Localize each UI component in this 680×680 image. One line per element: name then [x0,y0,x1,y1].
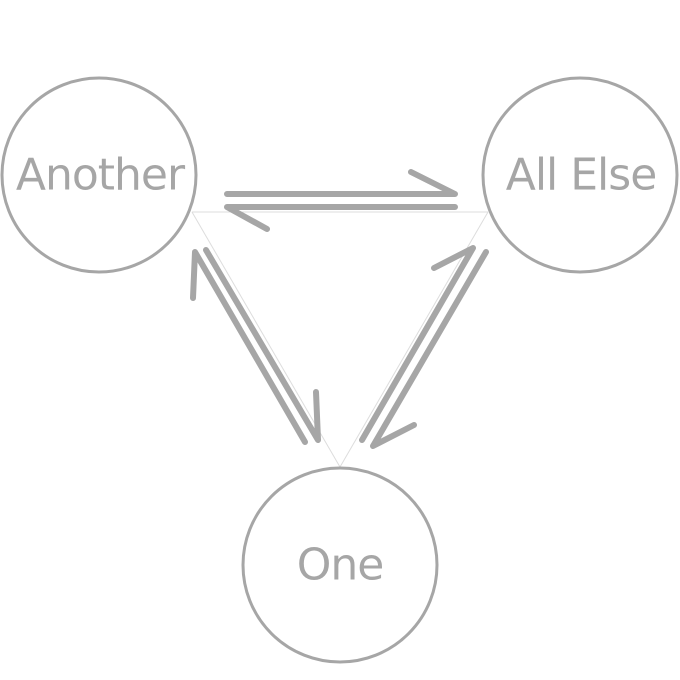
node-another-circle [0,76,198,274]
arrow-one-to-all-else [359,245,476,443]
connector-triangle [191,211,489,468]
arrow-another-to-all-else [224,169,458,197]
node-all-else-circle [481,76,679,274]
node-all-else: All Else [481,76,679,274]
arrow-all-else-to-another [224,204,458,232]
node-another-label: Another [16,150,186,201]
node-all-else-label: All Else [506,150,657,201]
node-one: One [241,466,439,664]
node-one-circle [241,466,439,664]
node-another: Another [0,76,198,274]
arrow-one-to-another [190,249,308,445]
arrow-all-else-to-one [370,249,489,449]
arrow-another-to-one [203,247,321,443]
node-one-label: One [297,540,384,591]
